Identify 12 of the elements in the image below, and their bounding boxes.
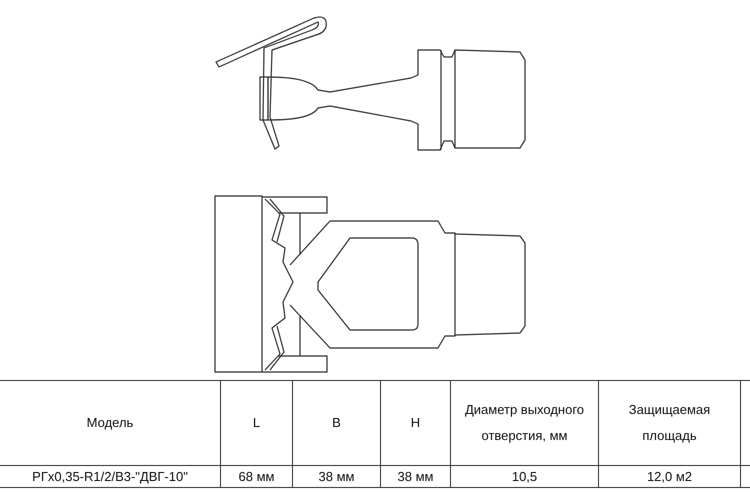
table-value: РГх0,35-R1/2/В3-"ДВГ-10" — [31, 468, 189, 486]
column-header: L — [220, 381, 292, 465]
column-header: B — [292, 381, 380, 465]
column-header: H — [380, 381, 450, 465]
table-value: 38 мм — [380, 466, 450, 487]
table-value: 68 мм — [220, 466, 292, 487]
table-value: 12,0 м2 — [598, 466, 740, 487]
table-value: 10,5 — [450, 466, 598, 487]
column-header: Диаметр выходного отверстия, мм — [450, 381, 598, 465]
column-header: Модель — [86, 414, 134, 432]
column-header: Защищаемая площадь — [598, 381, 740, 465]
table-value: 38 мм — [292, 466, 380, 487]
